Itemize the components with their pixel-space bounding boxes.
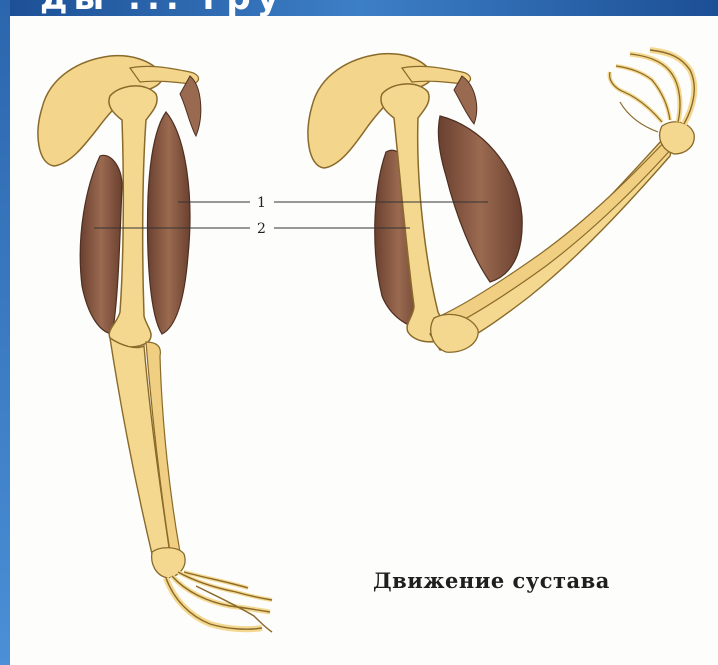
wrist-right — [660, 122, 695, 154]
extended-arm — [38, 56, 272, 632]
label-2: 2 — [257, 221, 266, 237]
slide-left-bar — [0, 0, 10, 665]
hand-left — [166, 572, 272, 632]
flexed-arm — [308, 50, 694, 352]
diagram-canvas: 1 2 Движение сустава — [10, 16, 718, 665]
arm-anatomy-diagram: 1 2 — [10, 16, 718, 665]
triceps-muscle-left — [80, 155, 122, 334]
label-1: 1 — [257, 195, 266, 211]
biceps-muscle-right — [438, 116, 522, 282]
diagram-caption: Движение сустава — [373, 568, 610, 593]
hand-right — [610, 50, 695, 132]
biceps-muscle-left — [148, 112, 190, 334]
